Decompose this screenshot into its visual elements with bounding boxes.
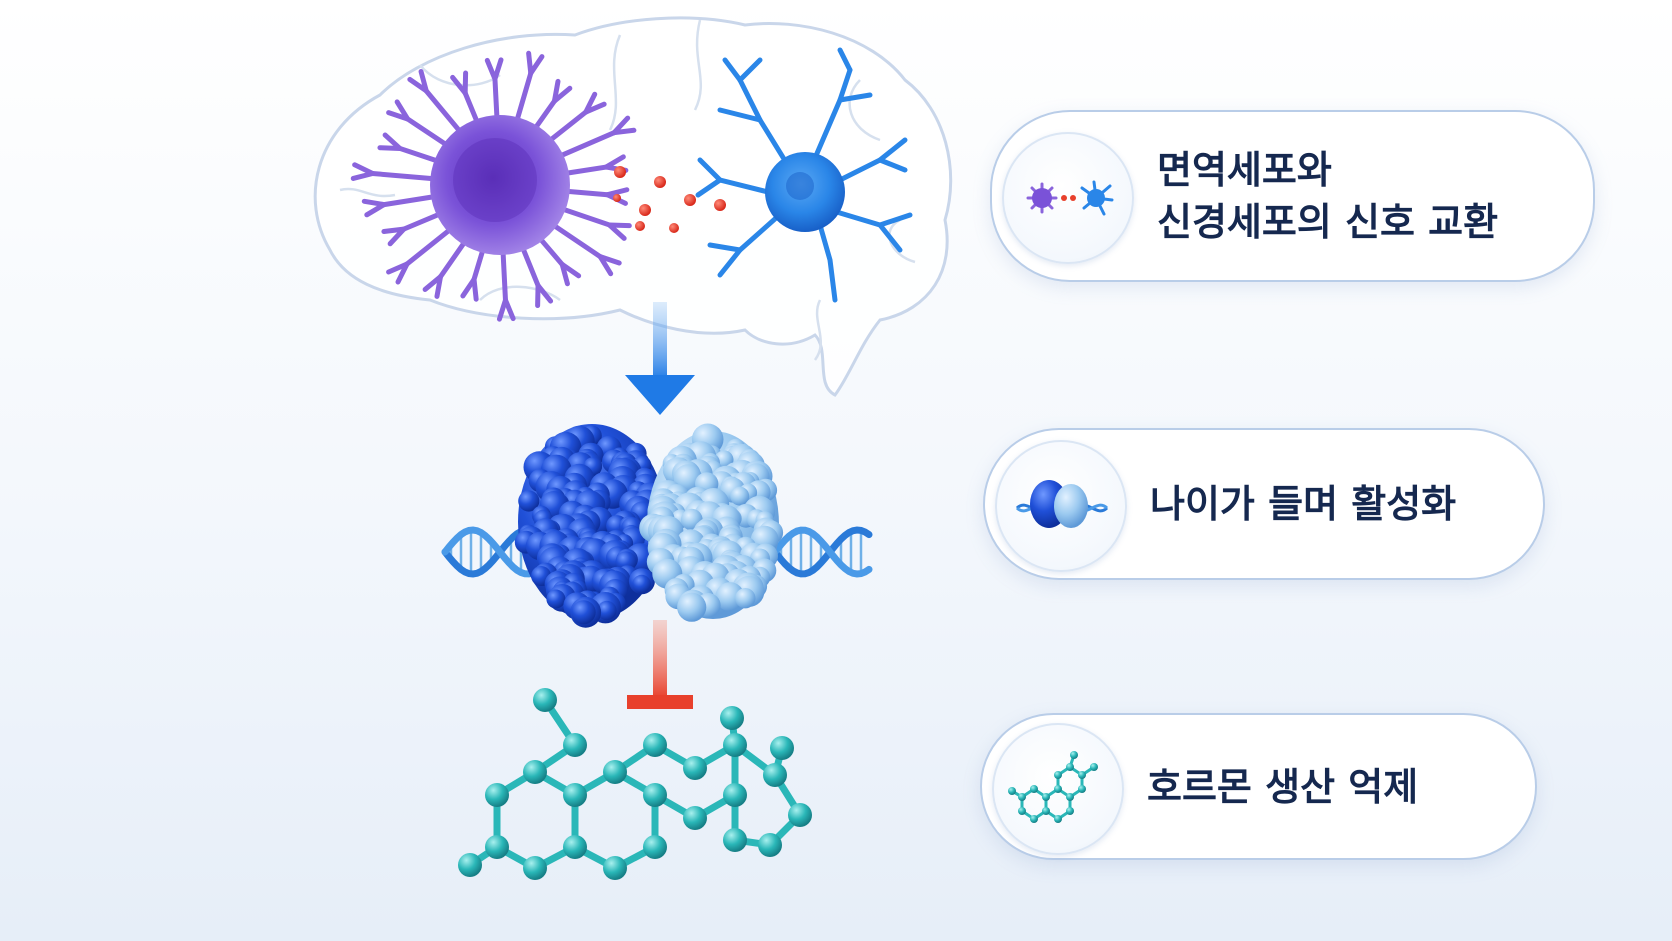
card-signal-exchange: 면역세포와 신경세포의 신호 교환 <box>990 110 1595 282</box>
protein-complex <box>514 423 784 628</box>
protein-dna-icon <box>995 440 1127 572</box>
card-line: 나이가 들며 활성화 <box>1150 482 1457 526</box>
card-aging-activation-text: 나이가 들며 활성화 <box>1150 478 1456 530</box>
card-line: 면역세포와 <box>1157 148 1332 192</box>
card-line: 호르몬 생산 억제 <box>1147 764 1419 809</box>
card-line: 신경세포의 신호 교환 <box>1157 200 1499 244</box>
brain-outline <box>313 16 953 397</box>
card-hormone-suppression: 호르몬 생산 억제 <box>980 713 1537 860</box>
card-signal-exchange-text: 면역세포와 신경세포의 신호 교환 <box>1157 144 1498 248</box>
signal-molecules <box>613 166 726 233</box>
steroid-molecule-icon <box>992 722 1124 855</box>
card-hormone-suppression-text: 호르몬 생산 억제 <box>1147 761 1418 813</box>
immune-neuron-signal-icon <box>1002 132 1134 264</box>
neuron-cell <box>695 47 913 303</box>
card-aging-activation: 나이가 들며 활성화 <box>983 428 1545 580</box>
immune-cell <box>350 50 637 322</box>
inhibition-bar <box>627 620 693 709</box>
steroid-molecule <box>458 688 812 880</box>
activation-arrow <box>625 302 695 415</box>
